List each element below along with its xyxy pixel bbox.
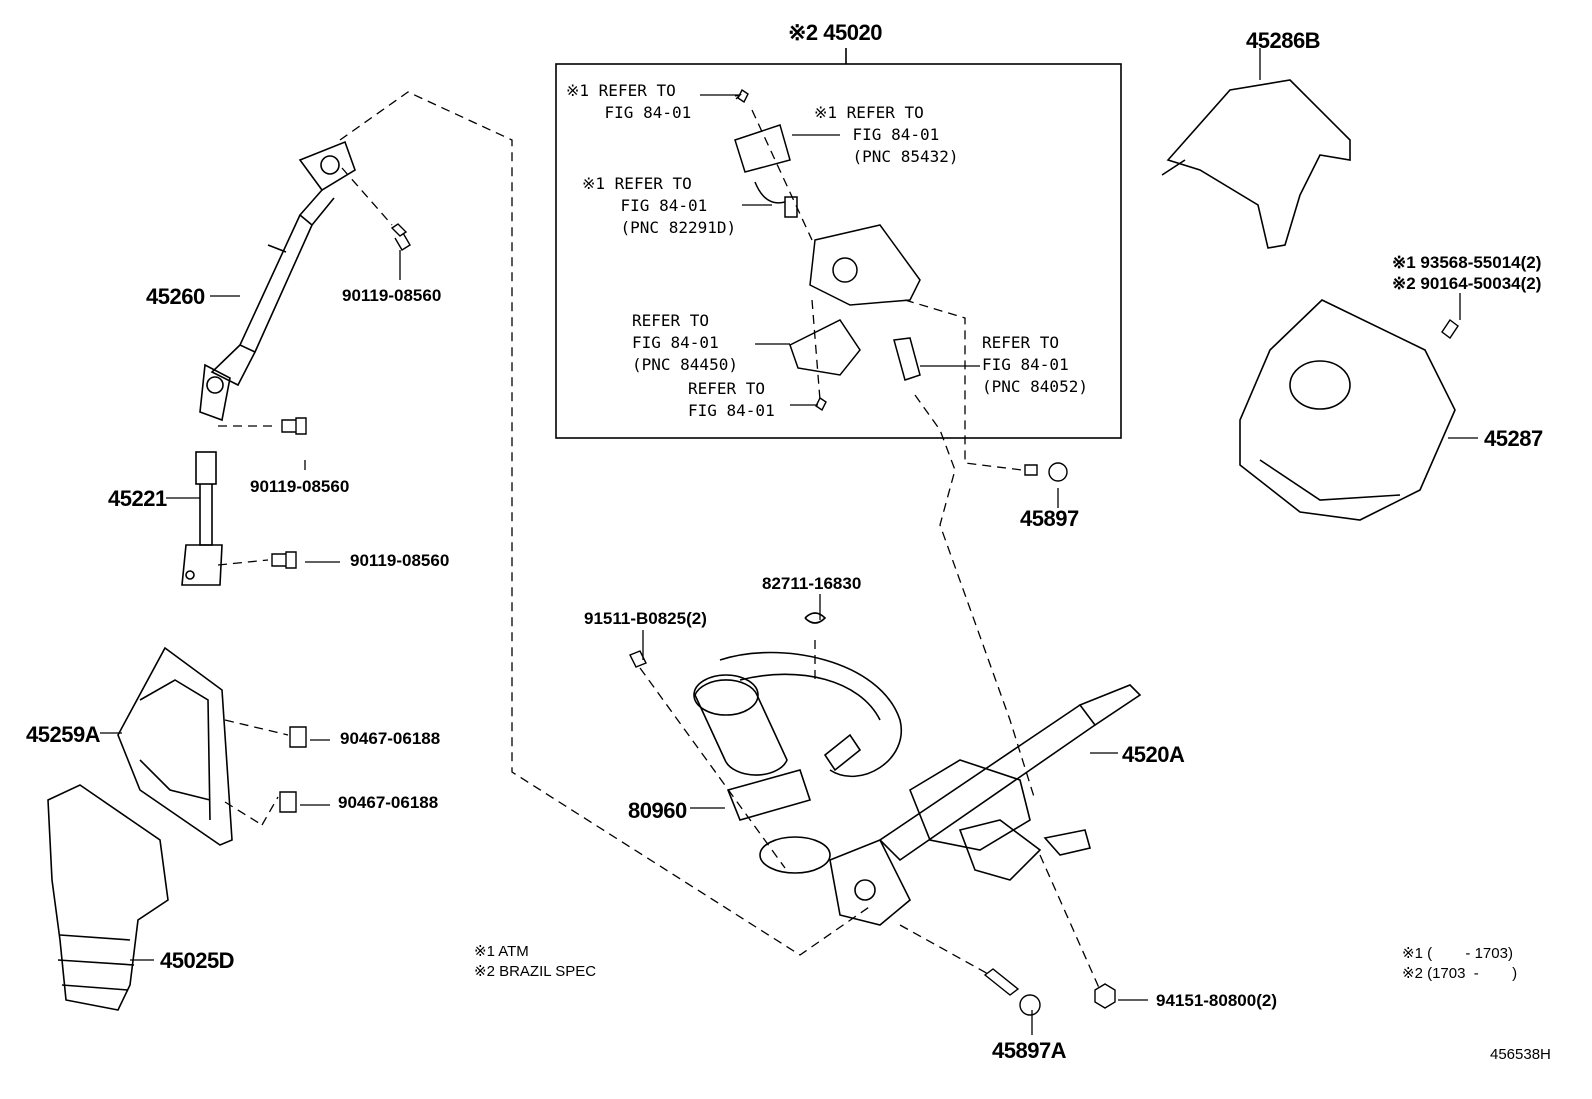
refer-to-pnc-85432: ※1 REFER TO FIG 84-01 (PNC 85432) xyxy=(814,103,959,166)
steering-column-4520A xyxy=(829,684,1142,926)
boot-45025D xyxy=(47,784,169,1011)
refer-to-pnc-82291d: ※1 REFER TO FIG 84-01 (PNC 82291D) xyxy=(582,174,737,237)
motor-80960 xyxy=(693,612,903,874)
bolts xyxy=(271,88,1459,1016)
label-screw-90164[interactable]: ※2 90164-50034(2) xyxy=(1392,274,1542,293)
label-80960[interactable]: 80960 xyxy=(628,798,687,823)
label-90467-a[interactable]: 90467-06188 xyxy=(340,729,441,748)
label-90119-top[interactable]: 90119-08560 xyxy=(342,286,442,305)
label-90467-b[interactable]: 90467-06188 xyxy=(338,793,439,812)
label-45259A[interactable]: 45259A xyxy=(26,722,101,747)
label-45286B[interactable]: 45286B xyxy=(1246,28,1321,53)
label-91511[interactable]: 91511-B0825(2) xyxy=(584,609,707,628)
label-45260[interactable]: 45260 xyxy=(146,284,205,309)
label-4520A[interactable]: 4520A xyxy=(1122,742,1185,767)
legend-notes: ※1 ATM ※2 BRAZIL SPEC xyxy=(474,943,597,980)
label-90119-low[interactable]: 90119-08560 xyxy=(350,551,450,570)
intermediate-shaft-45260 xyxy=(199,140,356,422)
lower-cover-45287 xyxy=(1239,299,1456,521)
diagram-id: 456538H xyxy=(1490,1046,1551,1063)
refer-to-pnc-84052: REFER TO FIG 84-01 (PNC 84052) xyxy=(982,333,1088,396)
shaft-45221 xyxy=(181,451,223,586)
refer-to-bolt-top: ※1 REFER TO FIG 84-01 xyxy=(566,81,692,122)
cover-45259A xyxy=(117,646,233,846)
label-45897[interactable]: 45897 xyxy=(1020,506,1079,531)
label-90119-mid[interactable]: 90119-08560 xyxy=(250,477,350,496)
switch-assembly-group-box xyxy=(555,63,1122,439)
label-45025D[interactable]: 45025D xyxy=(160,948,235,973)
refer-to-bolt-low: REFER TO FIG 84-01 xyxy=(688,379,775,420)
label-94151[interactable]: 94151-80800(2) xyxy=(1156,991,1277,1010)
refer-to-pnc-84450: REFER TO FIG 84-01 (PNC 84450) xyxy=(632,311,738,374)
label-45287[interactable]: 45287 xyxy=(1484,426,1543,451)
switch-parts-45020 xyxy=(734,124,921,381)
small-arrows xyxy=(734,93,742,100)
label-45221[interactable]: 45221 xyxy=(108,486,167,511)
upper-cover-45286B xyxy=(1161,79,1351,249)
date-range-notes: ※1 ( - 1703) ※2 (1703 - ) xyxy=(1402,945,1518,982)
label-45020[interactable]: ※2 45020 xyxy=(788,20,882,45)
label-45897A[interactable]: 45897A xyxy=(992,1038,1067,1063)
label-82711[interactable]: 82711-16830 xyxy=(762,574,862,593)
label-screw-93568[interactable]: ※1 93568-55014(2) xyxy=(1392,253,1542,272)
leader-lines xyxy=(100,48,1478,1035)
